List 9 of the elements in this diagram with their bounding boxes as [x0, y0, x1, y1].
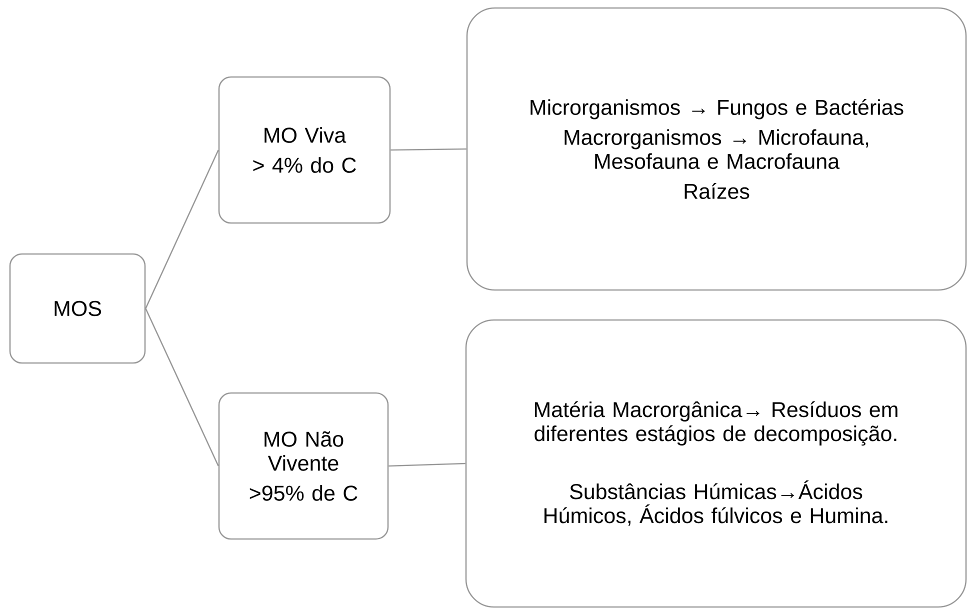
connector-line	[145, 150, 219, 309]
detail-box: Microrganismos → Fungos e Bactérias Macrorganismos → Microfauna, Mesofauna e Macrofauna Raízes	[466, 7, 967, 291]
category-box: MO Viva > 4% do C	[218, 76, 391, 224]
detail-box: Matéria Macrorgânica→ Resíduos em diferentes estágios de decomposição. Substâncias Húmicas→Ácidos Húmicos, Ácidos fúlvicos e Humina.	[465, 319, 967, 608]
connector-line	[145, 308, 219, 466]
connector-line	[388, 462, 466, 467]
connector-line	[390, 148, 466, 151]
root-box: MOS	[9, 253, 146, 364]
category-box: MO Não Vivente >95% de C	[218, 392, 389, 540]
